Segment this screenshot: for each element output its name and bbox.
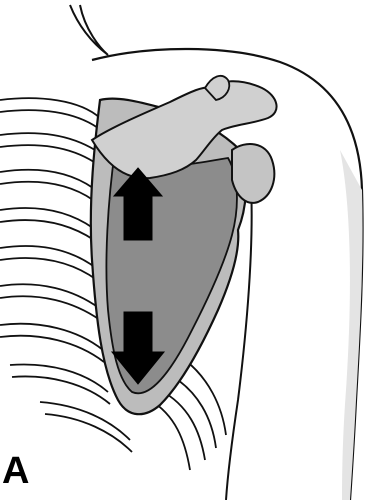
- rib: [0, 220, 94, 240]
- rib: [10, 364, 108, 392]
- rib: [0, 98, 100, 118]
- rib: [0, 133, 95, 150]
- rib: [0, 182, 93, 200]
- rib: [0, 170, 93, 188]
- rib: [185, 360, 226, 435]
- rib: [0, 208, 93, 228]
- rib: [0, 110, 98, 128]
- neck-outline: [70, 5, 108, 55]
- rib: [12, 376, 110, 404]
- panel-label: A: [2, 452, 29, 490]
- rib: [45, 414, 132, 452]
- rib: [40, 402, 130, 440]
- rib: [0, 246, 96, 268]
- rib: [0, 145, 94, 162]
- humeral-head: [232, 144, 274, 203]
- rib: [0, 258, 97, 280]
- rib: [0, 324, 103, 350]
- arm-shading: [340, 150, 363, 500]
